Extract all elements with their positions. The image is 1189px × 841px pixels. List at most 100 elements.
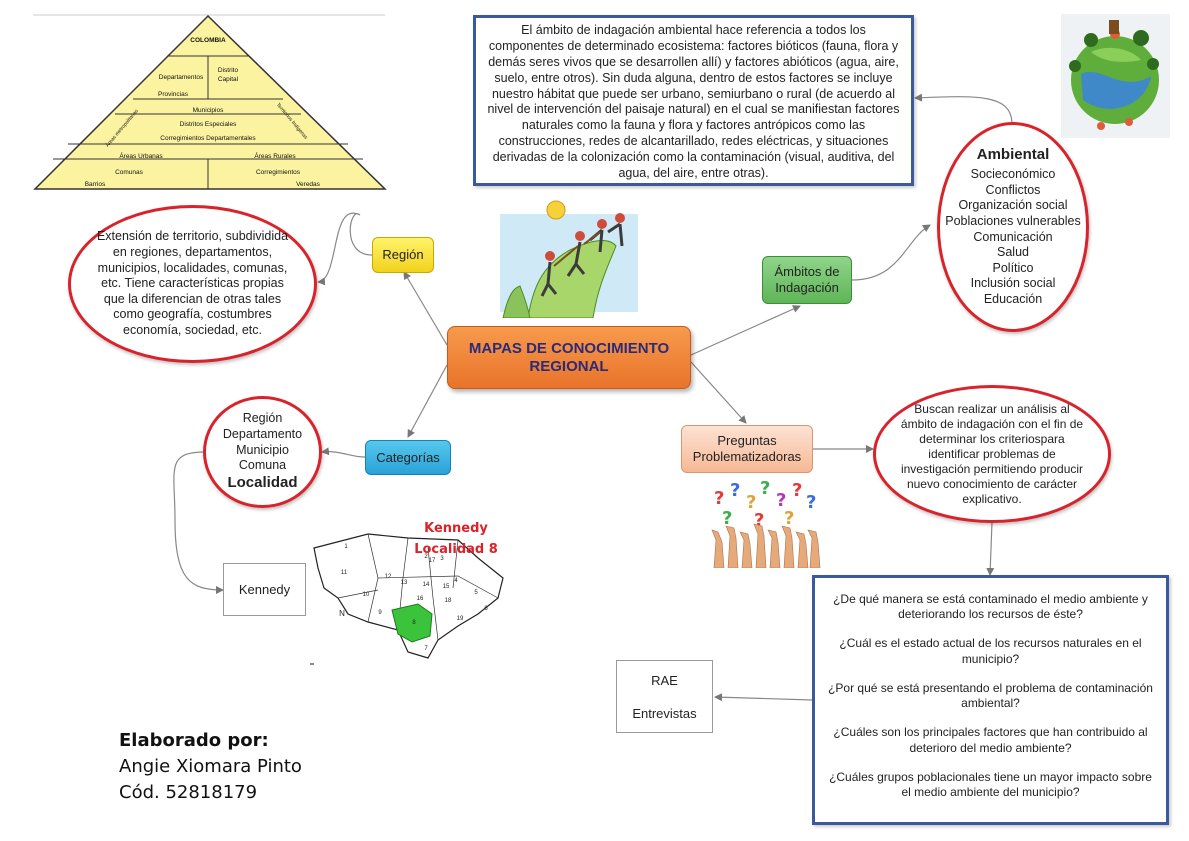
preguntas-node[interactable]: Preguntas Problematizadoras — [681, 425, 813, 473]
author-title: Elaborado por: — [119, 730, 269, 751]
link-ambitos-ambiental — [851, 224, 931, 281]
pyramid-municipios: Municipios — [193, 107, 224, 114]
svg-text:?: ? — [792, 480, 802, 501]
globe-illustration — [1061, 14, 1170, 138]
entrevistas-label: Entrevistas — [632, 705, 697, 721]
pyramid-distritos: Distritos Especiales — [180, 121, 237, 128]
pyramid-departamentos: Departamentos — [159, 74, 204, 81]
svg-text:?: ? — [784, 508, 794, 529]
svg-text:?: ? — [754, 510, 764, 531]
map-num: 7 — [424, 646, 428, 652]
categorias-item: Comuna — [238, 458, 287, 473]
categorias-highlight: Localidad — [227, 473, 298, 491]
pyramid-colombia: COLOMBIA — [190, 37, 226, 44]
map-num: 12 — [385, 574, 392, 580]
map-num: 16 — [417, 596, 424, 602]
map-subtitle: Localidad 8 — [414, 542, 498, 557]
map-num: 2 — [424, 554, 428, 560]
ambiental-item: Conflictos — [985, 182, 1041, 197]
question-item: ¿De qué manera se está contaminado el me… — [833, 592, 1148, 622]
preguntas-description-oval: Buscan realizar un análisis al ámbito de… — [873, 385, 1111, 523]
author-block: Elaborado por: Angie Xiomara Pinto Cód. … — [119, 728, 302, 806]
link-center-ambitos — [690, 305, 801, 356]
questions-box: ¿De qué manera se está contaminado el me… — [812, 575, 1169, 825]
ambiental-item: Inclusión social — [970, 276, 1056, 291]
pyramid-corregimientos-dep: Corregimientos Departamentales — [160, 135, 256, 142]
ambiental-item: Educación — [983, 292, 1043, 307]
map-num: 1 — [344, 544, 348, 550]
pyramid-capital: Capital — [218, 76, 239, 83]
categorias-item: Región — [242, 411, 283, 426]
link-list-kennedy — [173, 451, 224, 594]
map-num: 6 — [484, 606, 488, 612]
svg-text:?: ? — [730, 480, 740, 501]
preguntas-label-line2: Problematizadoras — [692, 449, 802, 464]
map-north: N — [339, 609, 345, 618]
pyramid-comunas: Comunas — [115, 169, 144, 176]
kennedy-box[interactable]: Kennedy — [223, 563, 306, 616]
ambiental-item: Socieconómico — [970, 167, 1056, 182]
map-num: 14 — [423, 582, 430, 588]
administrative-pyramid: COLOMBIA Departamentos Distrito Capital … — [33, 14, 387, 190]
ambito-description: El ámbito de indagación ambiental hace r… — [487, 23, 900, 180]
ambito-description-box: El ámbito de indagación ambiental hace r… — [473, 15, 914, 186]
central-topic-line2: REGIONAL — [529, 357, 609, 375]
rae-box[interactable]: RAE Entrevistas — [616, 660, 713, 733]
link-center-categorias — [407, 364, 448, 438]
link-description-questions — [986, 521, 995, 576]
question-item: ¿Cuál es el estado actual de los recurso… — [839, 636, 1142, 666]
ambitos-node[interactable]: Ámbitos de Indagación — [762, 256, 852, 304]
central-topic-line1: MAPAS DE CONOCIMIENTO — [468, 339, 670, 357]
map-num: 18 — [445, 598, 452, 604]
categorias-item: Departamento — [222, 427, 303, 441]
svg-text:?: ? — [714, 488, 724, 509]
author-code: Cód. 52818179 — [119, 782, 258, 804]
map-num: 4 — [454, 578, 458, 584]
ambitos-label-line1: Ámbitos de — [774, 264, 840, 280]
categorias-item: Municipio — [236, 442, 289, 457]
categorias-label: Categorías — [376, 449, 440, 465]
ambiental-item: Poblaciones vulnerables — [945, 213, 1081, 228]
svg-text:?: ? — [760, 478, 770, 499]
link-categorias-list — [321, 447, 366, 458]
map-title: Kennedy — [424, 521, 488, 536]
kennedy-label: Kennedy — [238, 582, 291, 597]
question-item: ¿Cuáles son los principales factores que… — [833, 725, 1148, 755]
map-num: 8 — [412, 620, 416, 626]
map-num: 19 — [457, 616, 464, 622]
preguntas-label-line1: Preguntas — [717, 433, 777, 449]
svg-text:?: ? — [722, 508, 732, 529]
ambiental-title: Ambiental — [976, 146, 1050, 164]
svg-text:?: ? — [776, 490, 786, 511]
map-num: 17 — [429, 558, 436, 564]
link-region-description — [317, 212, 373, 286]
question-item: ¿Cuáles grupos poblacionales tiene un ma… — [829, 769, 1152, 800]
svg-text:?: ? — [746, 492, 756, 513]
map-num: 9 — [378, 610, 382, 616]
region-description-oval: Extensión de territorio, subdividida en … — [68, 205, 317, 363]
categorias-list-oval: Región Departamento Municipio Comuna Loc… — [203, 396, 322, 508]
ambiental-item: Organización social — [958, 198, 1068, 213]
questions-hands-illustration: ?? ?? ?? ?? ?? — [711, 478, 821, 568]
categorias-node[interactable]: Categorías — [365, 440, 451, 475]
pyramid-barrios: Barrios — [85, 181, 106, 188]
author-name: Angie Xiomara Pinto — [119, 756, 302, 778]
map-num: 11 — [341, 570, 348, 576]
central-topic-node[interactable]: MAPAS DE CONOCIMIENTO REGIONAL — [447, 326, 691, 389]
region-node[interactable]: Región — [372, 237, 434, 273]
link-ambiental-description — [914, 93, 1013, 123]
map-num: 3 — [440, 556, 444, 562]
map-num: 15 — [443, 584, 450, 590]
climbers-illustration — [500, 200, 638, 318]
question-item: ¿Por qué se está presentando el problema… — [828, 680, 1153, 711]
link-center-region — [403, 271, 448, 346]
map-num: 5 — [474, 590, 478, 596]
ambiental-item: Salud — [997, 245, 1029, 260]
rae-label: RAE — [651, 672, 678, 688]
pyramid-provincias: Provincias — [158, 91, 189, 98]
ambiental-item: Político — [992, 260, 1034, 275]
ambiental-oval: Ambiental Socieconómico Conflictos Organ… — [937, 122, 1089, 332]
svg-text:?: ? — [806, 492, 816, 513]
pyramid-distrito: Distrito — [218, 67, 239, 74]
